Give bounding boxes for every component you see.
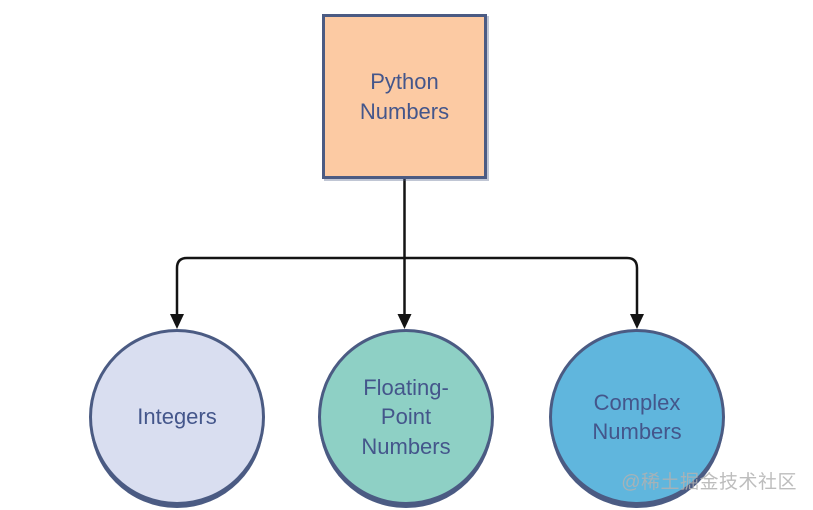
node-integers-label: Integers bbox=[137, 404, 217, 430]
connector-branches bbox=[175, 256, 639, 316]
arrowhead-right bbox=[630, 314, 644, 329]
node-floating-point-numbers-label: Floating-Point Numbers bbox=[361, 375, 451, 459]
node-python-numbers: Python Numbers bbox=[322, 14, 487, 179]
node-python-numbers-label: Python Numbers bbox=[359, 69, 450, 124]
node-complex-numbers-label: Complex Numbers bbox=[592, 389, 682, 444]
node-integers: Integers bbox=[89, 329, 265, 505]
arrowhead-center bbox=[397, 314, 412, 329]
node-floating-point-numbers: Floating-Point Numbers bbox=[318, 329, 494, 505]
arrowhead-left bbox=[170, 314, 184, 329]
node-complex-numbers: Complex Numbers bbox=[549, 329, 725, 505]
watermark: @稀土掘金技术社区 bbox=[621, 472, 797, 493]
